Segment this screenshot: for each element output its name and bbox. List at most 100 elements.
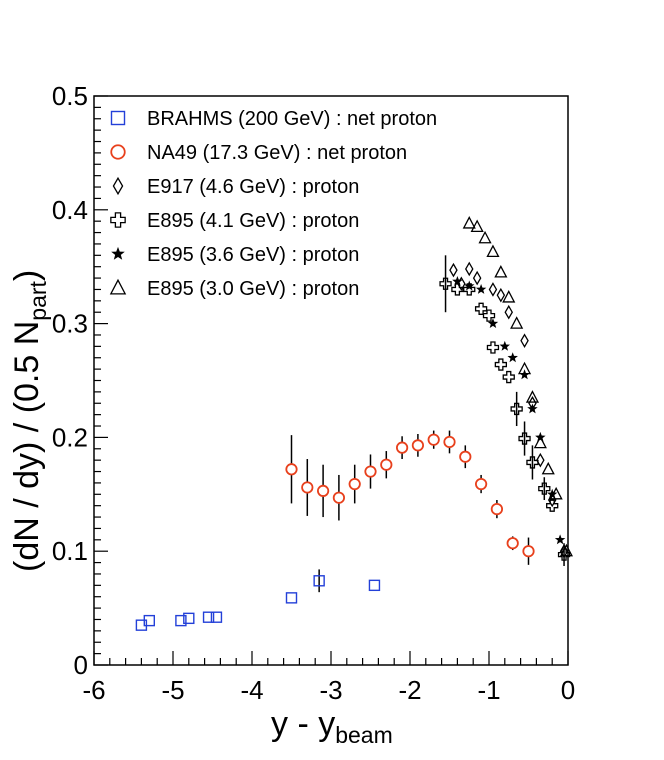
series [449,261,569,559]
marker-circle [316,484,330,497]
marker-cross [557,548,571,561]
marker-star [546,488,558,499]
marker-cross [538,482,551,495]
marker-square [175,614,187,627]
marker-circle [490,502,503,516]
marker-triangle [510,316,524,329]
marker-triangle [494,264,508,278]
marker-cross [110,212,126,228]
legend-entry-label: NA49 (17.3 GeV) : net proton [147,142,407,164]
x-axis-title: y - ybeam [271,705,393,748]
axis-ticks [93,95,569,666]
marker-circle [332,491,345,504]
marker-diamond [488,282,498,297]
series [439,255,571,566]
legend-entry-label: E895 (3.6 GeV) : proton [147,244,359,266]
y-axis-title-tail: ) [8,270,46,281]
marker-square [183,612,195,625]
marker-cross [474,302,488,315]
marker-triangle [486,244,500,258]
marker-circle [427,433,440,446]
marker-diamond [504,304,514,320]
marker-square [210,611,223,623]
marker-square [202,611,215,623]
y-tick-label: 0.3 [52,309,88,339]
x-tick-label: -4 [240,675,263,705]
marker-circle [411,439,424,452]
marker-square [368,579,381,592]
legend-entry-label: E895 (3.0 GeV) : proton [147,278,359,300]
marker-circle [380,458,393,471]
marker-triangle [462,216,476,229]
marker-circle [348,477,361,491]
marker-diamond [464,261,474,277]
series [285,430,535,565]
x-axis-title-sub: beam [335,722,393,748]
marker-cross [510,402,523,416]
marker-circle [459,450,472,463]
marker-circle [443,435,456,449]
data-layer [135,216,573,631]
marker-circle [474,477,488,491]
marker-circle [285,463,298,476]
y-tick-label: 0.4 [52,195,88,225]
marker-circle [110,144,126,160]
marker-triangle [559,543,573,557]
marker-diamond [449,262,458,278]
y-tick-label: 0.1 [52,536,88,566]
marker-cross [486,341,500,354]
marker-square [285,592,298,604]
marker-diamond [472,270,482,286]
marker-star [475,283,487,294]
marker-cross [546,499,559,512]
marker-triangle [533,435,547,449]
x-tick-label: -5 [161,675,184,705]
y-tick-label: 0.2 [52,422,88,452]
marker-star [464,280,475,291]
marker-cross [482,309,496,322]
marker-star [527,403,538,414]
marker-triangle [517,361,532,375]
marker-cross [494,358,508,371]
marker-triangle [502,290,516,303]
marker-star [554,534,566,545]
marker-square [143,614,156,627]
marker-triangle [525,390,540,403]
marker-cross [526,456,539,469]
marker-cross [451,283,464,296]
y-axis-title-sub: part [25,280,51,320]
x-tick-label: -3 [319,675,342,705]
legend-entry-label: E895 (4.1 GeV) : proton [147,210,359,232]
series [135,569,381,631]
marker-circle [364,465,377,478]
marker-triangle [109,278,127,295]
marker-triangle [470,219,484,233]
x-tick-label: -2 [398,675,421,705]
marker-star [499,340,511,351]
marker-circle [395,441,409,454]
marker-star [111,246,125,260]
legend-entry-label: E917 (4.6 GeV) : proton [147,176,359,198]
marker-cross [439,277,452,290]
series [462,216,573,557]
marker-square [110,110,126,126]
y-axis-title: (dN / dy) / (0.5 Npart) [8,270,51,572]
marker-triangle [478,230,492,244]
marker-star [519,369,530,380]
marker-diamond [496,287,506,303]
x-tick-label: -6 [82,675,105,705]
marker-circle [301,481,314,494]
marker-square [313,575,325,587]
x-tick-label: -1 [477,675,500,705]
x-tick-label: 0 [561,675,575,705]
marker-star [487,318,499,329]
marker-triangle [541,461,555,475]
x-axis-title-main: y - y [271,705,335,743]
marker-diamond [112,176,124,196]
marker-cross [502,370,515,384]
marker-star [507,352,518,363]
marker-diamond [520,333,529,348]
marker-circle [522,545,535,558]
